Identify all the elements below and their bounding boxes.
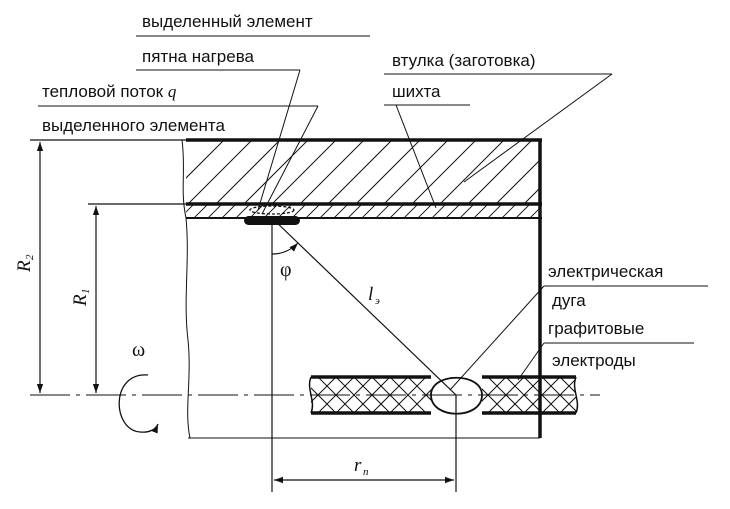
label-heated-element-line2: пятна нагрева xyxy=(142,47,255,66)
arc-distance-line xyxy=(271,217,457,396)
charge-hatching xyxy=(186,204,540,218)
label-electrodes-line2: электроды xyxy=(552,351,636,370)
sleeve-outline xyxy=(186,138,542,438)
rp-dimension xyxy=(274,395,457,492)
symbol-le: l э xyxy=(368,284,380,307)
label-heat-flux-text: тепловой поток xyxy=(42,82,168,101)
rp-sub: п xyxy=(363,466,369,478)
rp-main: r xyxy=(354,455,362,476)
label-electric-arc-line1: электрическая xyxy=(548,262,663,281)
rotation-arrow xyxy=(118,374,159,434)
leader-lines xyxy=(38,35,708,391)
label-charge: шихта xyxy=(392,82,441,101)
le-main: l xyxy=(368,284,373,305)
label-electrodes-line1: графитовые xyxy=(548,319,644,338)
le-sub: э xyxy=(375,295,380,307)
break-line-left xyxy=(181,139,191,439)
r1-sub: 1 xyxy=(80,289,92,295)
label-heated-element-line1: выделенный элемент xyxy=(142,12,313,31)
label-electric-arc-line2: дуга xyxy=(552,291,586,310)
angle-phi-arc xyxy=(271,242,299,255)
symbol-omega: ω xyxy=(132,339,145,361)
label-sleeve: втулка (заготовка) xyxy=(392,51,536,70)
symbol-r1: R 1 xyxy=(70,289,92,308)
r2-dimension xyxy=(30,139,186,393)
label-heat-flux-line2: выделенного элемента xyxy=(42,116,225,135)
r2-sub: 2 xyxy=(24,254,36,260)
sleeve-hatching xyxy=(186,140,540,204)
heat-flux-symbol: q xyxy=(168,82,177,101)
symbol-rp: r п xyxy=(354,455,369,478)
symbol-r2: R 2 xyxy=(14,254,36,273)
r1-dimension xyxy=(88,203,240,393)
r2-main: R xyxy=(14,260,35,273)
r1-main: R xyxy=(70,294,91,307)
label-heat-flux-line1: тепловой поток q xyxy=(42,82,177,101)
symbol-phi: φ xyxy=(280,259,292,281)
